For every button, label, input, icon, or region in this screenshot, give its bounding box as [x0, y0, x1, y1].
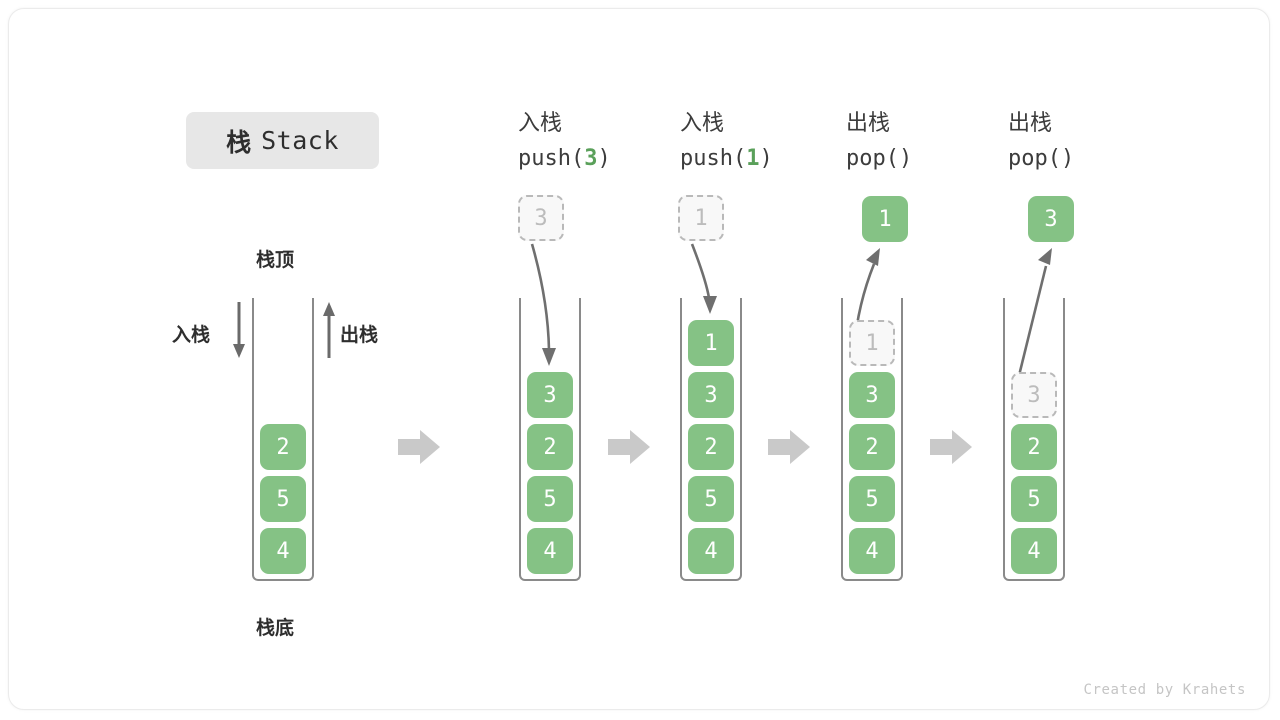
stack-cell: 3	[688, 372, 734, 418]
stack-cell: 5	[849, 476, 895, 522]
pop-direction-arrow-icon	[323, 302, 335, 358]
op-code-pre: push(	[680, 146, 747, 171]
op-label-code: push(1)	[680, 141, 880, 177]
stack-cell: 4	[688, 528, 734, 574]
op-label-code: pop()	[1008, 141, 1208, 177]
step-separator-arrow-icon	[768, 430, 810, 464]
op-code-post: )	[898, 146, 913, 171]
stack-cell: 4	[1011, 528, 1057, 574]
column-header-pop-1: 出栈 pop()	[846, 105, 1046, 177]
stack-cell: 1	[849, 320, 895, 366]
op-code-arg: 3	[584, 146, 598, 171]
op-label-cn: 入栈	[518, 110, 563, 135]
title-cn: 栈	[226, 128, 252, 157]
op-code-pre: push(	[518, 146, 585, 171]
op-code-arg: 1	[746, 146, 760, 171]
op-code-post: )	[759, 146, 773, 171]
push-direction-arrow-icon	[233, 302, 245, 358]
step-separator-arrow-icon	[398, 430, 440, 464]
op-code-pre: pop(	[1008, 146, 1061, 171]
stack-cell: 4	[849, 528, 895, 574]
stack-cell: 3	[849, 372, 895, 418]
stack-cell: 3	[527, 372, 573, 418]
title-en: Stack	[261, 126, 339, 155]
stack-cell: 4	[260, 528, 306, 574]
op-label-cn: 出栈	[846, 110, 891, 135]
push-direction-label: 入栈	[172, 325, 211, 346]
stack-cell: 2	[849, 424, 895, 470]
op-label-code: pop()	[846, 141, 1046, 177]
stack-cell: 2	[260, 424, 306, 470]
stack-cell: 2	[527, 424, 573, 470]
outside-cell-ghost: 1	[678, 195, 724, 241]
stack-cell: 2	[1011, 424, 1057, 470]
stack-container-push-3	[519, 298, 581, 581]
stack-cell: 5	[527, 476, 573, 522]
op-code-post: )	[1060, 146, 1075, 171]
outside-cell-popped: 3	[1028, 196, 1074, 242]
op-code-post: )	[597, 146, 611, 171]
stack-cell: 3	[1011, 372, 1057, 418]
stack-top-label: 栈顶	[256, 250, 295, 271]
op-code-pre: pop(	[846, 146, 899, 171]
stack-cell: 5	[1011, 476, 1057, 522]
op-label-code: push(3)	[518, 141, 718, 177]
stack-container-pop-1	[841, 298, 903, 581]
stack-container-push-1	[680, 298, 742, 581]
stack-cell: 2	[688, 424, 734, 470]
op-label-cn: 入栈	[680, 110, 725, 135]
stack-cell: 5	[260, 476, 306, 522]
stack-bottom-label: 栈底	[256, 618, 295, 639]
title-badge: 栈 Stack	[186, 112, 379, 169]
column-header-push-1: 入栈 push(1)	[680, 105, 880, 177]
step-separator-arrow-icon	[930, 430, 972, 464]
step-separator-arrow-icon	[608, 430, 650, 464]
stack-cell: 5	[688, 476, 734, 522]
op-label-cn: 出栈	[1008, 110, 1053, 135]
stack-container-initial	[252, 298, 314, 581]
pop-direction-label: 出栈	[340, 325, 379, 346]
outside-cell-ghost: 3	[518, 195, 564, 241]
column-header-pop-3: 出栈 pop()	[1008, 105, 1208, 177]
column-header-push-3: 入栈 push(3)	[518, 105, 718, 177]
stack-cell: 4	[527, 528, 573, 574]
stack-cell: 1	[688, 320, 734, 366]
outside-cell-popped: 1	[862, 196, 908, 242]
credit-text: Created by Krahets	[1083, 682, 1246, 698]
stack-container-pop-3	[1003, 298, 1065, 581]
